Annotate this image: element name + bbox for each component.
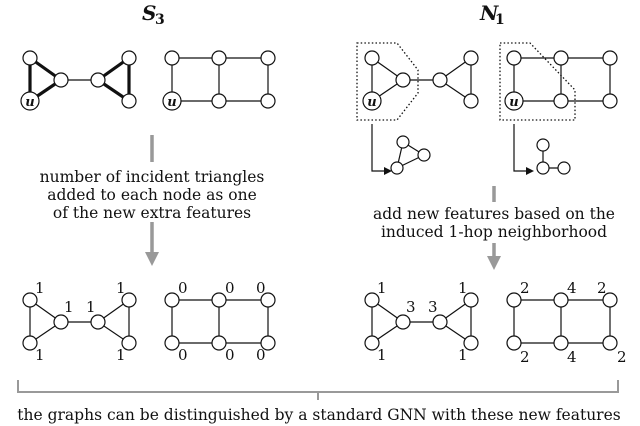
n1-bowtie-output: 1 3 3 1 1 1 (364, 279, 479, 364)
feature-label: 4 (567, 348, 577, 366)
right-arrow-head (487, 256, 501, 270)
feature-label: 1 (377, 279, 387, 297)
feature-label: 0 (178, 346, 188, 364)
s3-bowtie-output: 1 1 1 1 1 1 (22, 279, 137, 364)
svg-text:number of incident triangles: number of incident triangles (40, 168, 265, 186)
neighborhood-outline (356, 42, 419, 121)
svg-text:of the new extra features: of the new extra features (53, 204, 251, 222)
right-caption: add new features based on the induced 1-… (373, 205, 615, 241)
node-u-label: u (167, 95, 176, 110)
feature-label: 4 (567, 279, 577, 297)
n1-ladder-output: 2 4 2 2 4 2 (506, 279, 627, 366)
s3-ladder-input: u (162, 50, 276, 111)
node-u-label: u (509, 95, 518, 110)
feature-label: 0 (225, 279, 235, 297)
s3-ladder-output: 0 0 0 0 0 0 (164, 279, 276, 364)
feature-label: 1 (35, 346, 45, 364)
svg-text:added to each node as one: added to each node as one (47, 186, 257, 204)
bottom-caption: the graphs can be distinguished by a sta… (17, 406, 620, 424)
feature-label: 1 (458, 346, 468, 364)
feature-label: 0 (178, 279, 188, 297)
node-u-label: u (25, 95, 34, 110)
feature-label: 1 (458, 279, 468, 297)
feature-label: 1 (35, 279, 45, 297)
feature-label: 0 (256, 279, 266, 297)
title-n1-subscript: 1 (495, 12, 505, 28)
node-u-label: u (367, 95, 376, 110)
left-arrow-head (145, 252, 159, 266)
feature-label: 2 (597, 279, 607, 297)
title-s3-subscript: 3 (155, 12, 165, 28)
feature-label: 1 (64, 298, 74, 316)
feature-label: 0 (225, 346, 235, 364)
svg-text:add new features based on the: add new features based on the (373, 205, 615, 223)
feature-label: 3 (406, 298, 416, 316)
feature-label: 2 (520, 348, 530, 366)
feature-label: 1 (116, 279, 126, 297)
svg-text:induced 1-hop neighborhood: induced 1-hop neighborhood (381, 223, 607, 241)
feature-label: 1 (86, 298, 96, 316)
left-caption: number of incident triangles added to ea… (40, 168, 265, 222)
feature-label: 2 (617, 348, 627, 366)
title-s3-main: S (142, 1, 156, 25)
feature-label: 1 (377, 346, 387, 364)
feature-label: 1 (116, 346, 126, 364)
title-s3: S 3 (142, 1, 165, 28)
title-n1-main: N (479, 1, 499, 25)
bottom-bracket (17, 380, 619, 393)
n1-bowtie-input: u (356, 42, 479, 175)
s3-bowtie-input: u (20, 50, 137, 111)
title-n1: N 1 (479, 1, 505, 28)
feature-label: 3 (428, 298, 438, 316)
feature-label: 2 (520, 279, 530, 297)
n1-ladder-input: u (499, 42, 618, 175)
feature-label: 0 (256, 346, 266, 364)
